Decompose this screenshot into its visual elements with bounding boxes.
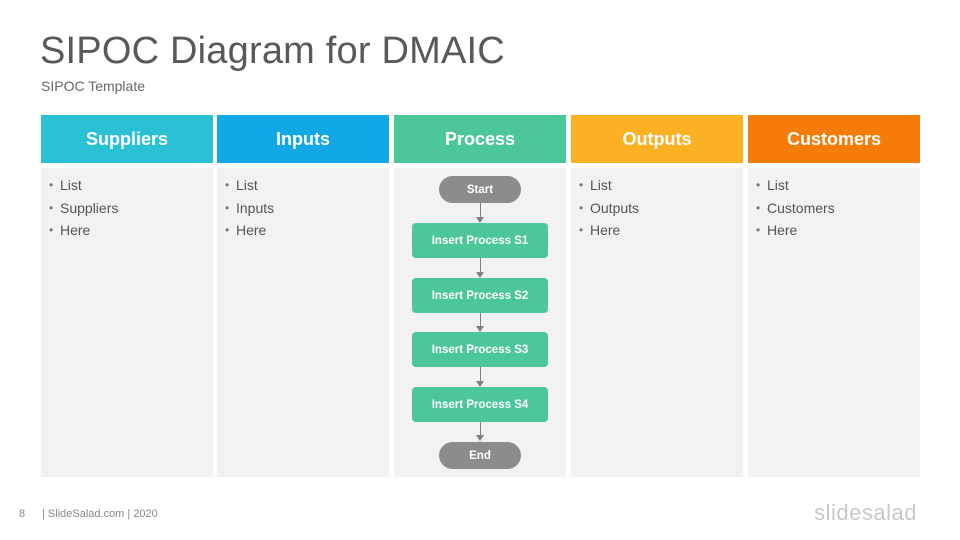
- slide-subtitle: SIPOC Template: [41, 78, 146, 94]
- customers-header: Customers: [748, 115, 920, 163]
- slide-title: SIPOC Diagram for DMAIC: [40, 30, 505, 72]
- flow-step-s2: Insert Process S2: [412, 278, 548, 313]
- list-item: Inputs: [225, 197, 389, 220]
- list-item: List: [49, 174, 213, 197]
- suppliers-header: Suppliers: [41, 115, 213, 163]
- process-flowchart: Start Insert Process S1 Insert Process S…: [394, 168, 566, 477]
- list-item: Here: [756, 219, 920, 242]
- customers-list: List Customers Here: [748, 168, 920, 242]
- list-item: Here: [225, 219, 389, 242]
- list-item: List: [579, 174, 743, 197]
- flow-arrow: [476, 203, 484, 223]
- process-body: Start Insert Process S1 Insert Process S…: [394, 168, 566, 477]
- brand-logo: slidesalad: [814, 500, 917, 525]
- flow-arrow: [476, 367, 484, 387]
- footer-credit: | SlideSalad.com | 2020: [42, 508, 158, 520]
- suppliers-body: List Suppliers Here: [41, 168, 213, 477]
- flow-end-node: End: [439, 442, 521, 469]
- list-item: Here: [579, 219, 743, 242]
- outputs-body: List Outputs Here: [571, 168, 743, 477]
- flow-start-node: Start: [439, 176, 521, 203]
- list-item: List: [225, 174, 389, 197]
- list-item: Suppliers: [49, 197, 213, 220]
- flow-arrow: [476, 422, 484, 441]
- column-process: Process Start Insert Process S1 Insert P…: [394, 115, 566, 477]
- flow-step-s4: Insert Process S4: [412, 387, 548, 422]
- process-header: Process: [394, 115, 566, 163]
- list-item: List: [756, 174, 920, 197]
- list-item: Customers: [756, 197, 920, 220]
- inputs-body: List Inputs Here: [217, 168, 389, 477]
- list-item: Here: [49, 219, 213, 242]
- column-customers: Customers List Customers Here: [748, 115, 920, 477]
- column-suppliers: Suppliers List Suppliers Here: [41, 115, 213, 477]
- inputs-list: List Inputs Here: [217, 168, 389, 242]
- flow-arrow: [476, 258, 484, 278]
- outputs-header: Outputs: [571, 115, 743, 163]
- flow-arrow: [476, 313, 484, 332]
- flow-step-s3: Insert Process S3: [412, 332, 548, 367]
- column-inputs: Inputs List Inputs Here: [217, 115, 389, 477]
- page-number: 8: [19, 508, 26, 520]
- column-outputs: Outputs List Outputs Here: [571, 115, 743, 477]
- suppliers-list: List Suppliers Here: [41, 168, 213, 242]
- customers-body: List Customers Here: [748, 168, 920, 477]
- flow-step-s1: Insert Process S1: [412, 223, 548, 258]
- inputs-header: Inputs: [217, 115, 389, 163]
- list-item: Outputs: [579, 197, 743, 220]
- outputs-list: List Outputs Here: [571, 168, 743, 242]
